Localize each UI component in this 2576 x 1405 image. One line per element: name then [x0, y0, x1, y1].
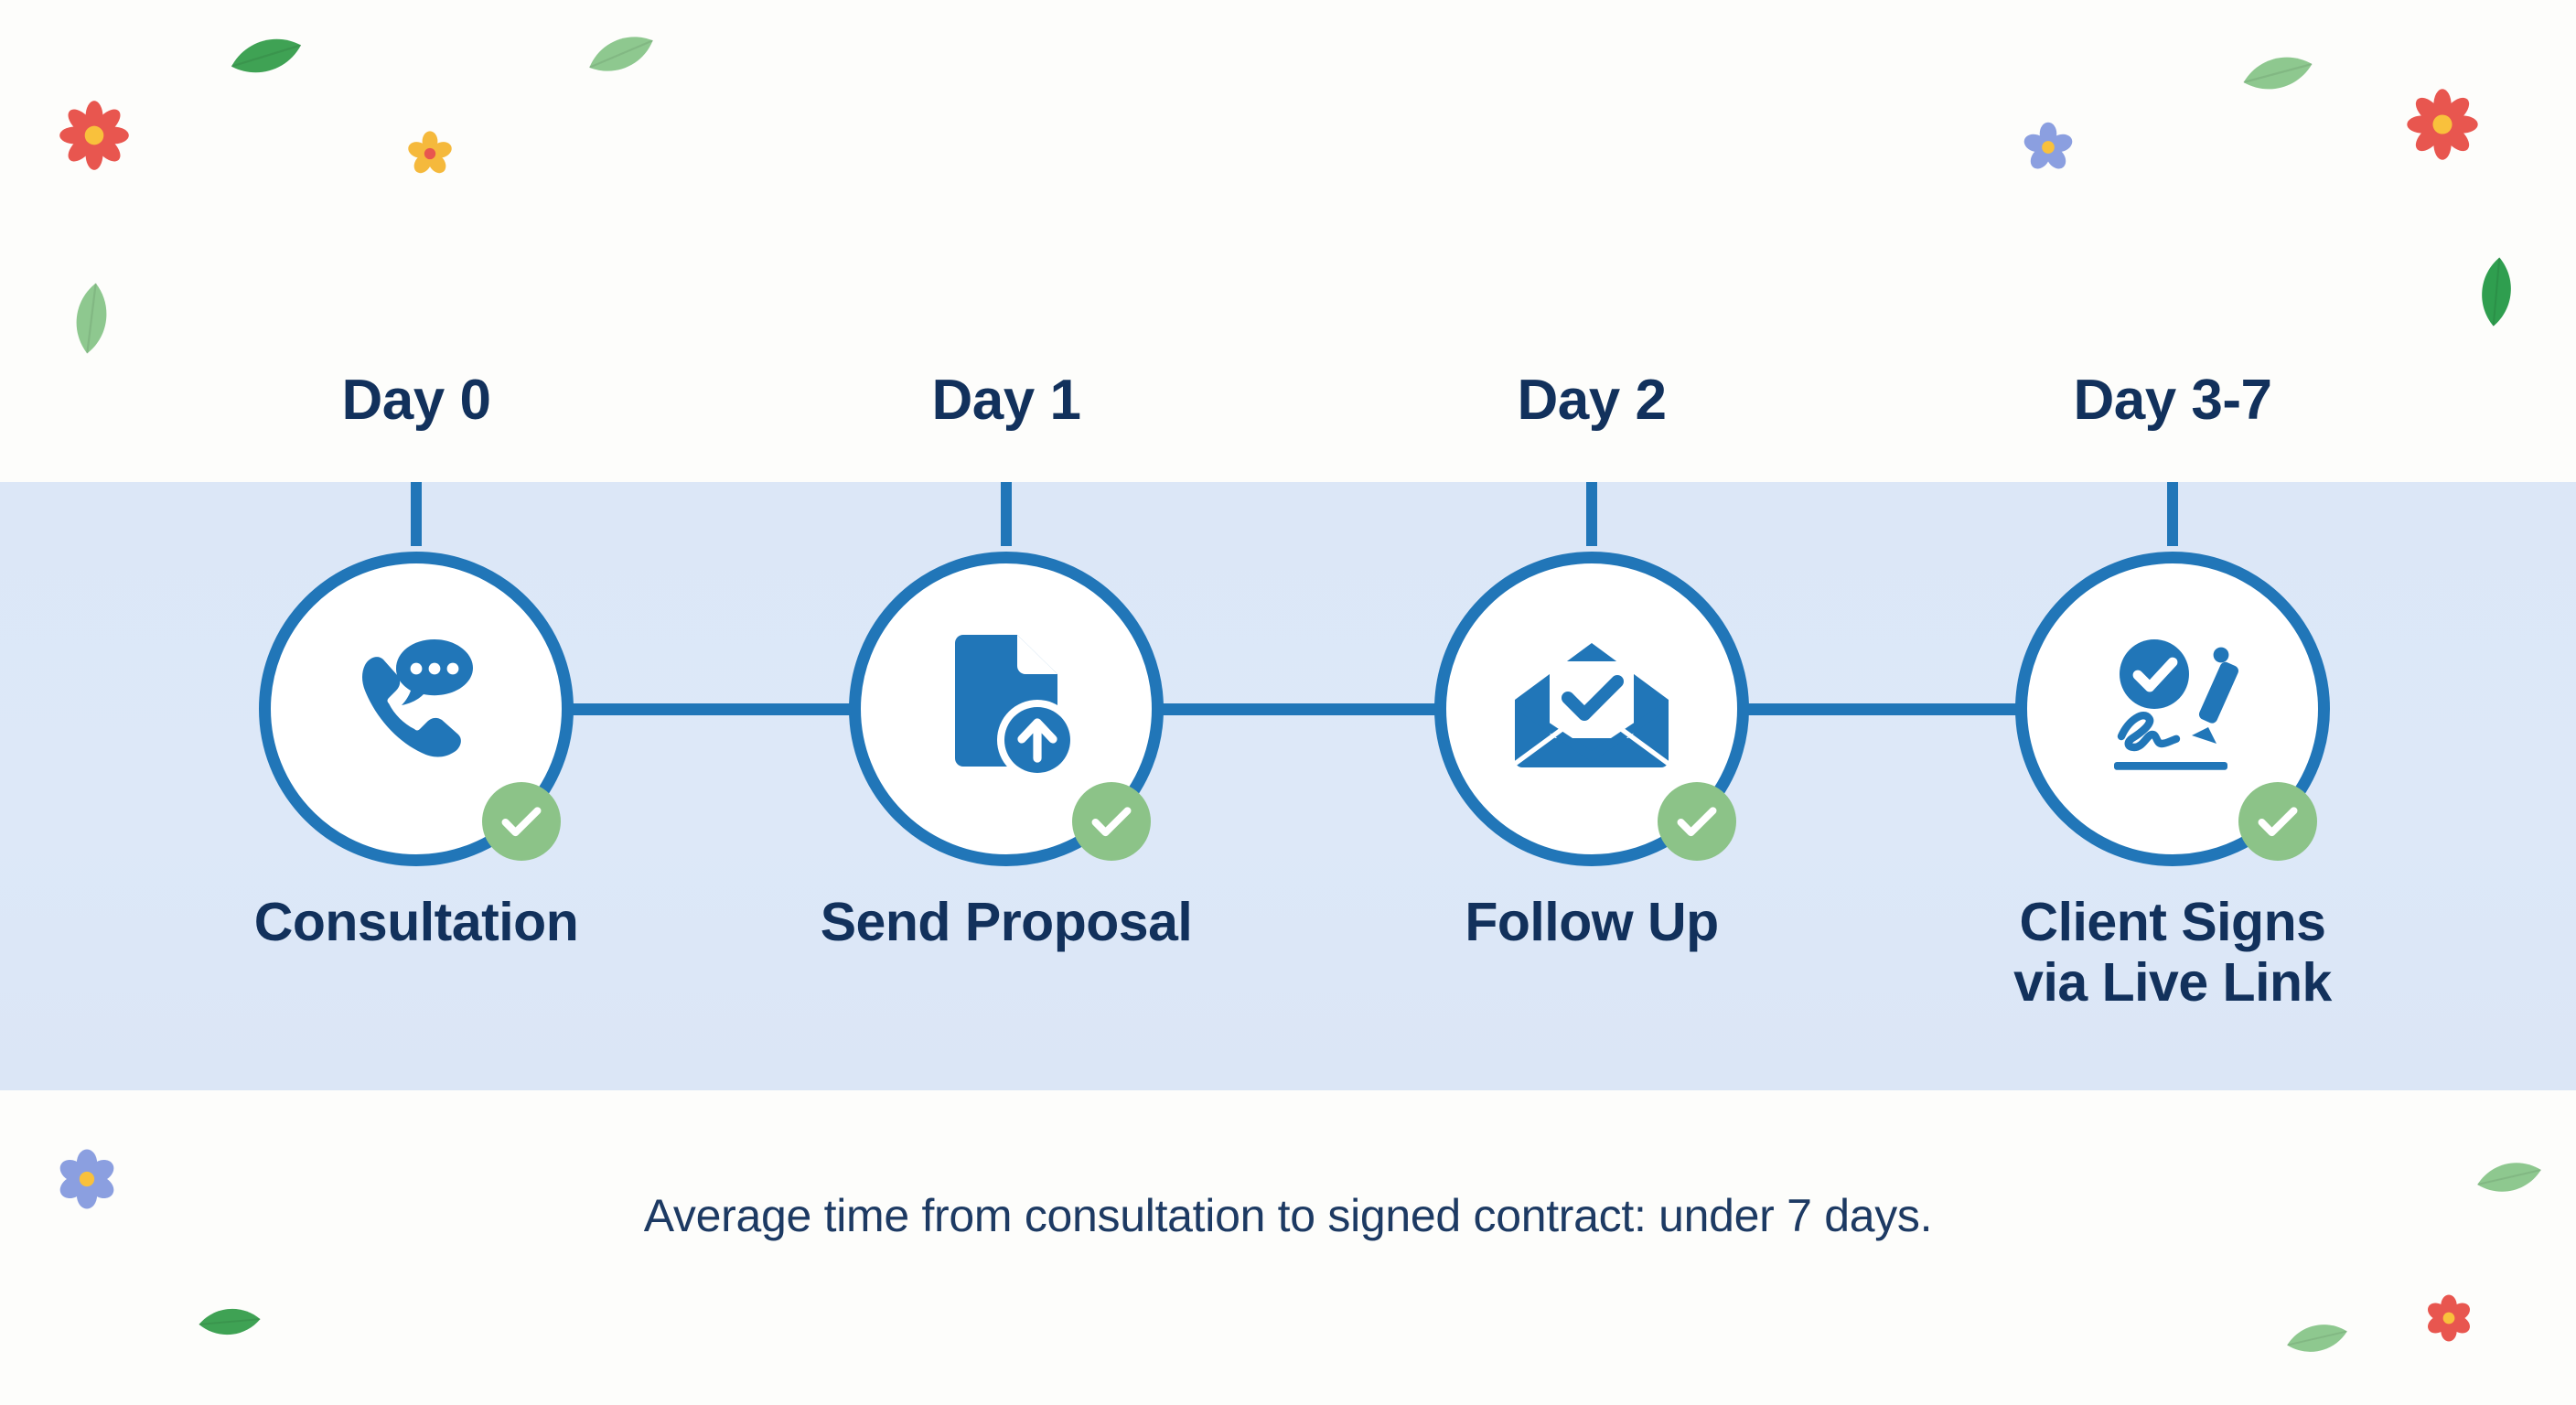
day-label-2: Day 2	[1517, 369, 1667, 432]
status-badge-2	[1658, 782, 1736, 861]
leaf-lightgreen-top-right-icon	[2243, 38, 2313, 108]
connector-1-2	[1158, 703, 1437, 715]
timeline-node-send-proposal[interactable]	[849, 552, 1164, 866]
phone-chat-icon	[362, 639, 473, 757]
status-badge-0	[482, 782, 561, 861]
flower-red-bottom-right-icon	[2422, 1292, 2475, 1345]
step-label-client-signs: Client Signs via Live Link	[1935, 892, 2410, 1013]
footnote-text: Average time from consultation to signed…	[643, 1190, 1933, 1241]
leaf-lightgreen-bottom-right-lower-icon	[2287, 1308, 2347, 1368]
document-upload-icon	[955, 635, 1078, 780]
leaf-green-bottom-left-icon	[199, 1292, 261, 1352]
connector-0-1	[567, 703, 851, 715]
day-label-1: Day 1	[931, 369, 1081, 432]
stem-1	[1001, 482, 1012, 546]
step-label-client-signs-line1: Client Signs	[2019, 892, 2326, 952]
check-icon	[1091, 807, 1132, 837]
flower-blue-top-right-icon	[2020, 119, 2077, 176]
check-icon	[2258, 807, 2298, 837]
stem-0	[411, 482, 422, 546]
status-badge-3	[2238, 782, 2317, 861]
check-icon	[501, 807, 542, 837]
day-label-0: Day 0	[341, 369, 491, 432]
signature-pen-icon	[2114, 639, 2238, 770]
connector-2-3	[1744, 703, 2018, 715]
leaf-lightgreen-upper-left-icon	[57, 283, 126, 354]
flower-red-top-left-icon	[55, 96, 134, 175]
leaf-lightgreen-top-mid-icon	[587, 20, 655, 88]
check-icon	[1677, 807, 1717, 837]
step-label-follow-up: Follow Up	[1465, 892, 1719, 952]
step-label-consultation: Consultation	[253, 892, 579, 952]
envelope-check-icon	[1513, 643, 1670, 767]
flower-red-top-right-icon	[2402, 84, 2483, 165]
flower-yellow-top-left-icon	[404, 128, 456, 179]
stem-3	[2167, 482, 2178, 546]
step-label-send-proposal: Send Proposal	[820, 892, 1193, 952]
leaf-green-top-left-icon	[231, 20, 302, 91]
status-badge-1	[1072, 782, 1151, 861]
stem-2	[1586, 482, 1597, 546]
day-label-3: Day 3-7	[2073, 369, 2272, 432]
step-label-client-signs-line2: via Live Link	[2013, 952, 2332, 1014]
leaf-green-right-icon	[2463, 257, 2530, 327]
